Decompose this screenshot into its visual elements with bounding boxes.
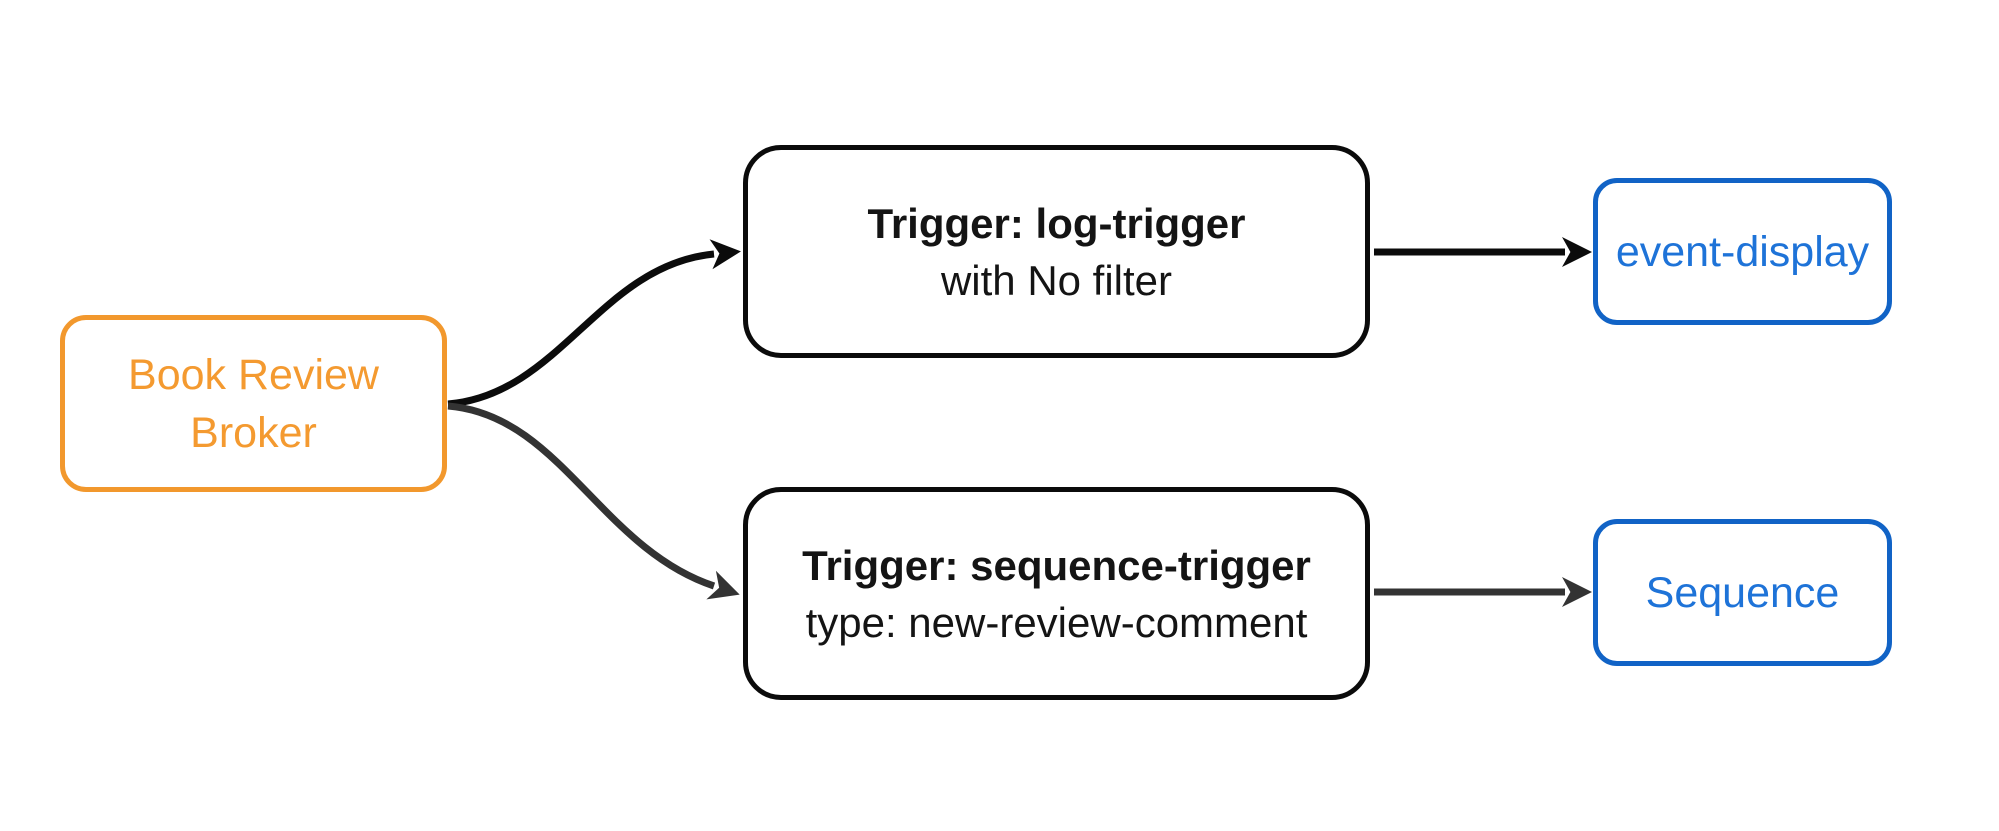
node-book-review-broker: Book Review Broker <box>60 315 447 492</box>
node-book-review-broker-label-line2: Broker <box>190 408 317 457</box>
node-event-display: event-display <box>1593 178 1892 325</box>
node-sequence: Sequence <box>1593 519 1892 666</box>
node-sequence-trigger-title: Trigger: sequence-trigger <box>802 541 1311 589</box>
node-event-display-label: event-display <box>1615 227 1870 276</box>
node-sequence-label: Sequence <box>1645 568 1840 617</box>
edge-broker-to-sequence-trigger <box>447 402 740 600</box>
node-log-trigger: Trigger: log-trigger with No filter <box>743 145 1370 358</box>
edge-broker-to-log-trigger <box>447 239 741 408</box>
node-book-review-broker-label-line1: Book Review <box>128 350 379 399</box>
node-sequence-trigger: Trigger: sequence-trigger type: new-revi… <box>743 487 1370 700</box>
node-log-trigger-title: Trigger: log-trigger <box>867 199 1246 247</box>
node-sequence-trigger-subtitle: type: new-review-comment <box>805 598 1308 646</box>
node-log-trigger-subtitle: with No filter <box>940 256 1173 304</box>
